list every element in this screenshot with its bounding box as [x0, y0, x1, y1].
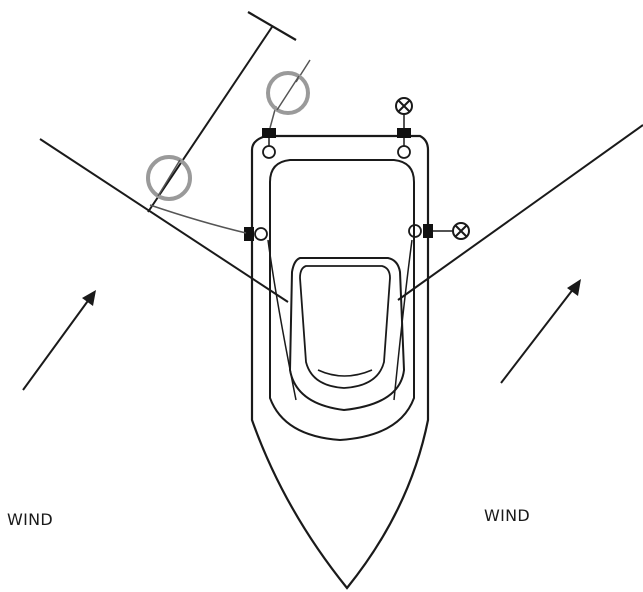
crossed-circle-icon [452, 222, 470, 240]
dimension-line [147, 26, 273, 213]
boat-hull [250, 134, 430, 590]
cockpit-inner [299, 265, 391, 389]
arrow-up-right-icon [22, 290, 96, 391]
mooring-line-left [39, 138, 289, 303]
cockpit-outer [288, 257, 406, 412]
cleat-side-right [408, 224, 433, 238]
dimension-cap [247, 11, 297, 41]
cleat-top-right [397, 128, 411, 159]
cleat-side-left [244, 227, 268, 241]
cockpit-seat [317, 369, 373, 377]
mooring-line-right [397, 124, 643, 301]
coaming-right [393, 239, 413, 401]
wind-label-left: WIND [7, 510, 54, 529]
buoy-ring-icon [146, 155, 192, 201]
cleat-top-left [262, 128, 276, 159]
arrow-up-right-icon [500, 279, 581, 384]
wind-label-right: WIND [484, 506, 531, 525]
buoy-rope-upper [269, 59, 311, 129]
buoy-ring-icon [266, 71, 310, 115]
crossed-circle-icon [395, 97, 413, 115]
boat-deck [269, 159, 415, 442]
coaming-left [267, 239, 297, 401]
buoy-rope-lower [149, 204, 247, 234]
